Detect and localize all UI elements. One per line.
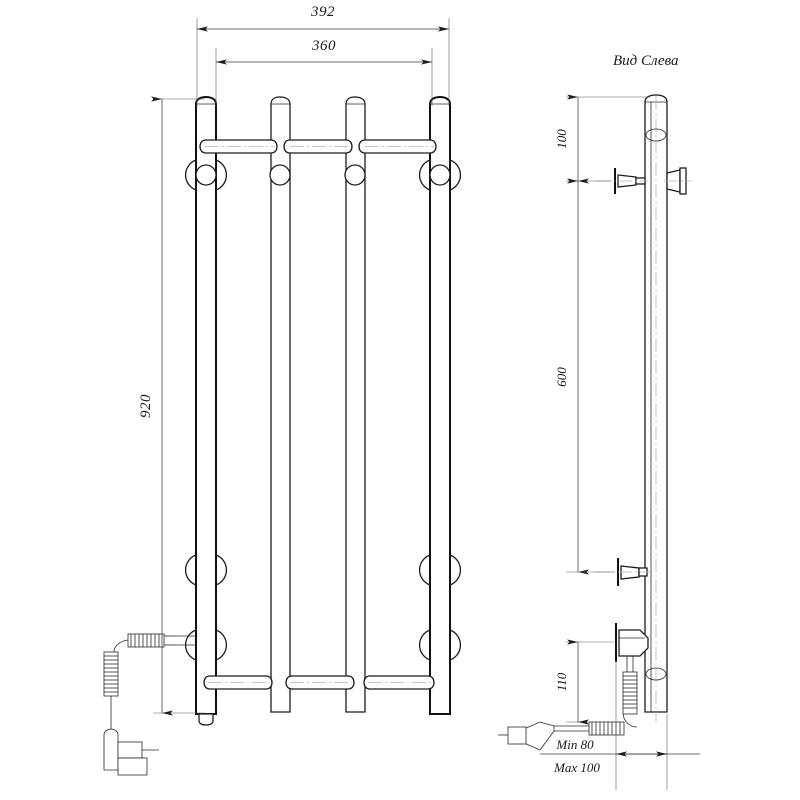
front-mount-row-middle xyxy=(184,554,462,586)
dim-front-inner-width: 360 xyxy=(215,38,433,106)
side-knob-top-right xyxy=(664,167,692,195)
front-rail-3 xyxy=(345,96,366,713)
front-mount-2a xyxy=(269,164,291,186)
front-rail-2 xyxy=(270,96,291,713)
front-mount-row-bottom xyxy=(184,629,462,661)
side-view-title: Вид Слева xyxy=(613,53,679,69)
front-crossbar-upper xyxy=(199,139,437,154)
front-power-cable xyxy=(103,633,196,776)
front-mount-1a xyxy=(184,159,228,191)
side-bracket-middle xyxy=(596,558,650,586)
dim-side-top-offset: 100 xyxy=(554,94,650,184)
front-rail-1 xyxy=(195,95,217,726)
dim-label-392: 392 xyxy=(310,4,335,20)
dim-label-920: 920 xyxy=(138,394,154,418)
side-tube-ports xyxy=(645,128,667,681)
front-mount-4a xyxy=(418,159,462,191)
dim-label-min80: Min 80 xyxy=(555,737,594,752)
side-tube xyxy=(644,94,668,722)
front-rail-4 xyxy=(429,95,451,715)
dim-label-360: 360 xyxy=(311,38,336,54)
dim-side-middle-span: 600 xyxy=(554,178,614,575)
dim-label-110: 110 xyxy=(554,672,569,691)
dim-side-bottom-offset: 110 xyxy=(554,639,614,725)
front-power-plug xyxy=(103,728,159,776)
dim-label-600: 600 xyxy=(554,367,569,387)
front-mount-row-top xyxy=(184,159,462,191)
front-crossbar-lower xyxy=(203,675,435,690)
front-view: 392 360 920 xyxy=(103,4,462,776)
side-view: Вид Слева xyxy=(498,53,700,790)
dim-front-height: 920 xyxy=(138,96,205,716)
side-bracket-top-left xyxy=(596,168,648,194)
dim-label-max100: Max 100 xyxy=(553,760,600,775)
front-center-lines xyxy=(205,96,441,724)
side-bracket-bottom xyxy=(615,623,649,728)
side-power-cable xyxy=(498,721,625,751)
dim-label-100: 100 xyxy=(554,129,569,149)
dim-front-overall-width: 392 xyxy=(196,4,450,106)
front-mount-3a xyxy=(344,164,366,186)
side-power-plug xyxy=(498,721,555,751)
dim-side-depth: Min 80 Max 100 xyxy=(540,660,700,790)
